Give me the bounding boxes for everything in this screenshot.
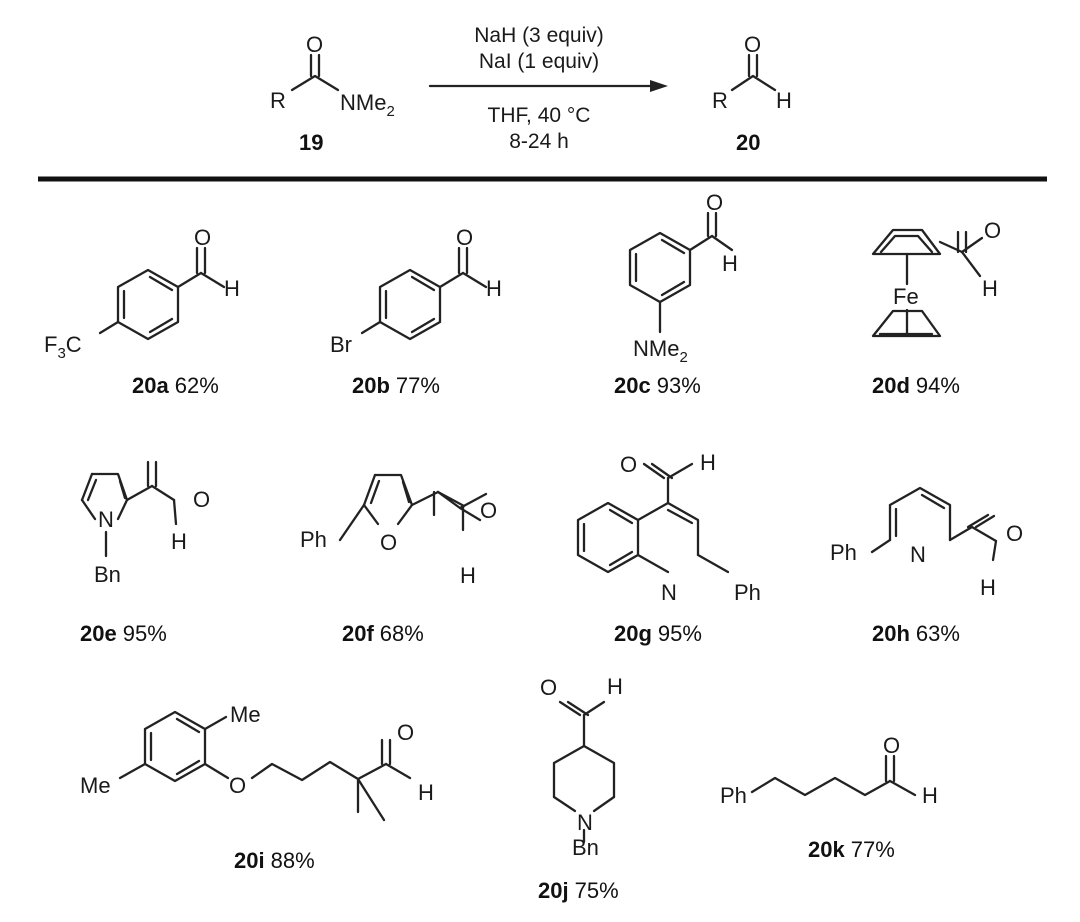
product-aldehyde-h: H: [776, 88, 792, 113]
reactant-r-group: R: [270, 88, 286, 113]
aldehyde-h: H: [722, 251, 738, 276]
reaction-arrow: [428, 80, 668, 92]
product-label: 20: [736, 130, 760, 155]
iron-atom: Fe: [893, 284, 919, 309]
nme2-group: NMe2: [633, 336, 688, 366]
aldehyde-oxygen: O: [1006, 521, 1023, 546]
condition-solvent-temp: THF, 40 °C: [488, 104, 591, 127]
aldehyde-oxygen: O: [706, 190, 723, 215]
aldehyde-h: H: [922, 783, 938, 808]
aldehyde-oxygen: O: [480, 498, 497, 523]
reaction-conditions: NaH (3 equiv) NaI (1 equiv) THF, 40 °C 8…: [474, 24, 604, 153]
phenyl-group: Ph: [734, 580, 761, 605]
aldehyde-h: H: [980, 575, 996, 600]
phenyl-group: Ph: [830, 540, 857, 565]
phenyl-group: Ph: [300, 527, 327, 552]
benzyl-group: Bn: [94, 562, 121, 587]
aldehyde-h: H: [171, 529, 187, 554]
pyrrole-nitrogen: N: [98, 507, 114, 532]
aldehyde-h: H: [224, 276, 240, 301]
aldehyde-oxygen: O: [397, 720, 414, 745]
aldehyde-oxygen: O: [984, 218, 1001, 243]
aldehyde-oxygen: O: [540, 675, 557, 700]
phenyl-group: Ph: [720, 783, 747, 808]
aldehyde-h: H: [486, 276, 502, 301]
aldehyde-h: H: [700, 450, 716, 475]
cf3-group: F3C: [44, 332, 82, 362]
aldehyde-oxygen: O: [883, 733, 900, 758]
ether-oxygen: O: [229, 773, 246, 798]
piperidine-nitrogen: N: [577, 810, 593, 835]
product-carbonyl-oxygen: O: [744, 32, 761, 57]
product-20: O R H 20: [712, 32, 792, 155]
pyridine-nitrogen: N: [910, 542, 926, 567]
quinoline-nitrogen: N: [661, 580, 677, 605]
reactant-19: O R NMe2 19: [270, 32, 395, 155]
aldehyde-oxygen: O: [620, 452, 637, 477]
bromo-group: Br: [330, 332, 352, 357]
reactant-nme2: NMe2: [340, 90, 395, 120]
methyl-group-meta: Me: [80, 773, 111, 798]
condition-base: NaH (3 equiv): [474, 24, 604, 47]
condition-additive: NaI (1 equiv): [479, 50, 599, 73]
aldehyde-h: H: [418, 780, 434, 805]
methyl-group-ortho: Me: [230, 702, 261, 727]
furan-oxygen: O: [380, 530, 397, 555]
aldehyde-oxygen: O: [194, 225, 211, 250]
condition-time: 8-24 h: [509, 130, 569, 153]
aldehyde-h: H: [982, 276, 998, 301]
aldehyde-h: H: [460, 563, 476, 588]
product-r-group: R: [712, 88, 728, 113]
reactant-label: 19: [299, 130, 323, 155]
aldehyde-h: H: [607, 674, 623, 699]
reactant-carbonyl-oxygen: O: [306, 32, 323, 57]
aldehyde-oxygen: O: [193, 487, 210, 512]
benzyl-group: Bn: [572, 835, 599, 860]
aldehyde-oxygen: O: [456, 225, 473, 250]
